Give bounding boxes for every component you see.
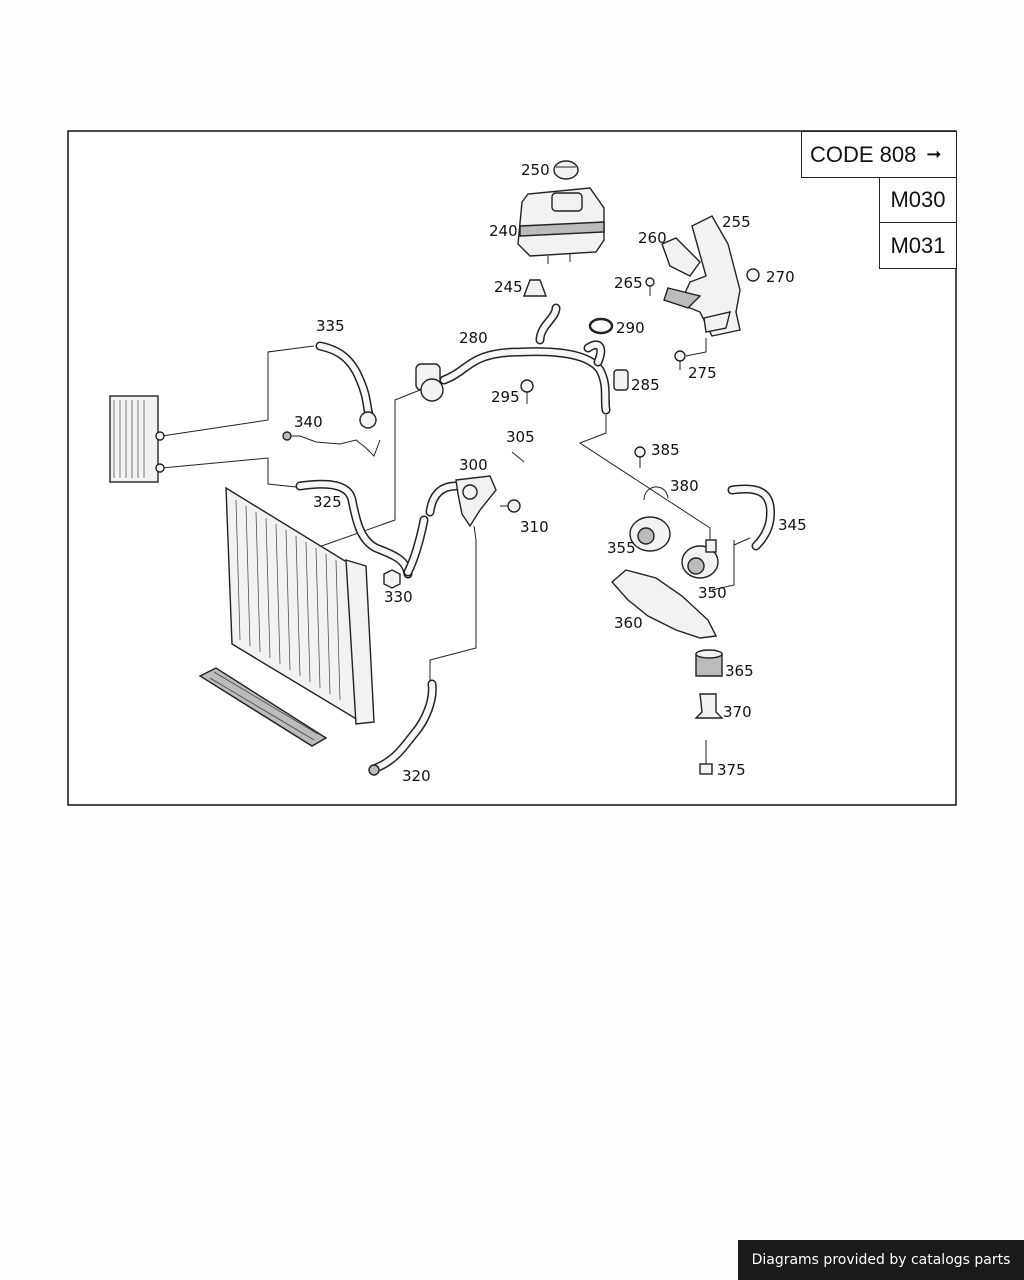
callout-295: 295 bbox=[491, 388, 520, 406]
callout-275: 275 bbox=[688, 364, 717, 382]
callout-255: 255 bbox=[722, 213, 751, 231]
footer-credit: Diagrams provided by catalogs parts bbox=[738, 1240, 1024, 1280]
footer-text: Diagrams provided by catalogs parts bbox=[751, 1252, 1011, 1268]
callout-370: 370 bbox=[723, 703, 752, 721]
diagram-frame bbox=[67, 130, 957, 806]
part-thermostat bbox=[425, 451, 525, 541]
callout-350: 350 bbox=[698, 584, 727, 602]
callout-265: 265 bbox=[614, 274, 643, 292]
model-label-2: M031 bbox=[890, 232, 946, 258]
callout-305: 305 bbox=[506, 428, 535, 446]
callout-335: 335 bbox=[316, 317, 345, 335]
part-hose-335 bbox=[315, 341, 377, 429]
part-pumps bbox=[629, 516, 719, 579]
callout-380: 380 bbox=[670, 477, 699, 495]
callout-330: 330 bbox=[384, 588, 413, 606]
callout-355: 355 bbox=[607, 539, 636, 557]
part-grommet bbox=[522, 279, 548, 297]
callout-310: 310 bbox=[520, 518, 549, 536]
callout-340: 340 bbox=[294, 413, 323, 431]
callout-280: 280 bbox=[459, 329, 488, 347]
code-label: CODE 808 bbox=[810, 141, 917, 167]
part-mount-stack bbox=[694, 649, 724, 775]
callout-375: 375 bbox=[717, 761, 746, 779]
code-808-box: CODE 808 ➞ bbox=[801, 131, 957, 178]
part-sensor-340 bbox=[282, 431, 381, 457]
part-o-ring bbox=[588, 317, 614, 335]
part-radiator bbox=[198, 486, 375, 747]
callout-250: 250 bbox=[521, 161, 550, 179]
model-code-m030: M030 bbox=[879, 177, 957, 223]
part-cap bbox=[553, 160, 579, 180]
callout-260: 260 bbox=[638, 229, 667, 247]
model-label-1: M030 bbox=[890, 187, 946, 212]
callout-365: 365 bbox=[725, 662, 754, 680]
callout-245: 245 bbox=[494, 278, 523, 296]
model-code-m031: M031 bbox=[879, 222, 957, 269]
upper-hoses bbox=[415, 303, 629, 415]
callout-290: 290 bbox=[616, 319, 645, 337]
callout-240: 240 bbox=[489, 222, 518, 240]
right-arrow-icon: ➞ bbox=[926, 144, 942, 164]
part-hose-325 bbox=[295, 479, 429, 579]
part-expansion-tank bbox=[517, 187, 605, 264]
part-bracket bbox=[645, 215, 760, 370]
callout-285: 285 bbox=[631, 376, 660, 394]
part-aux-cooler bbox=[109, 395, 165, 483]
callout-360: 360 bbox=[614, 614, 643, 632]
callout-320: 320 bbox=[402, 767, 431, 785]
leader-lines bbox=[161, 338, 751, 682]
callout-385: 385 bbox=[651, 441, 680, 459]
part-mount-plate bbox=[611, 569, 718, 639]
callout-345: 345 bbox=[778, 516, 807, 534]
part-hose-320 bbox=[368, 679, 437, 776]
callout-300: 300 bbox=[459, 456, 488, 474]
callout-270: 270 bbox=[766, 268, 795, 286]
part-hose-345 bbox=[727, 484, 775, 551]
callout-labels: 250 240 245 255 260 265 270 275 280 285 … bbox=[294, 161, 807, 785]
part-clamp bbox=[634, 446, 669, 501]
part-nut bbox=[383, 569, 401, 589]
callout-325: 325 bbox=[313, 493, 342, 511]
